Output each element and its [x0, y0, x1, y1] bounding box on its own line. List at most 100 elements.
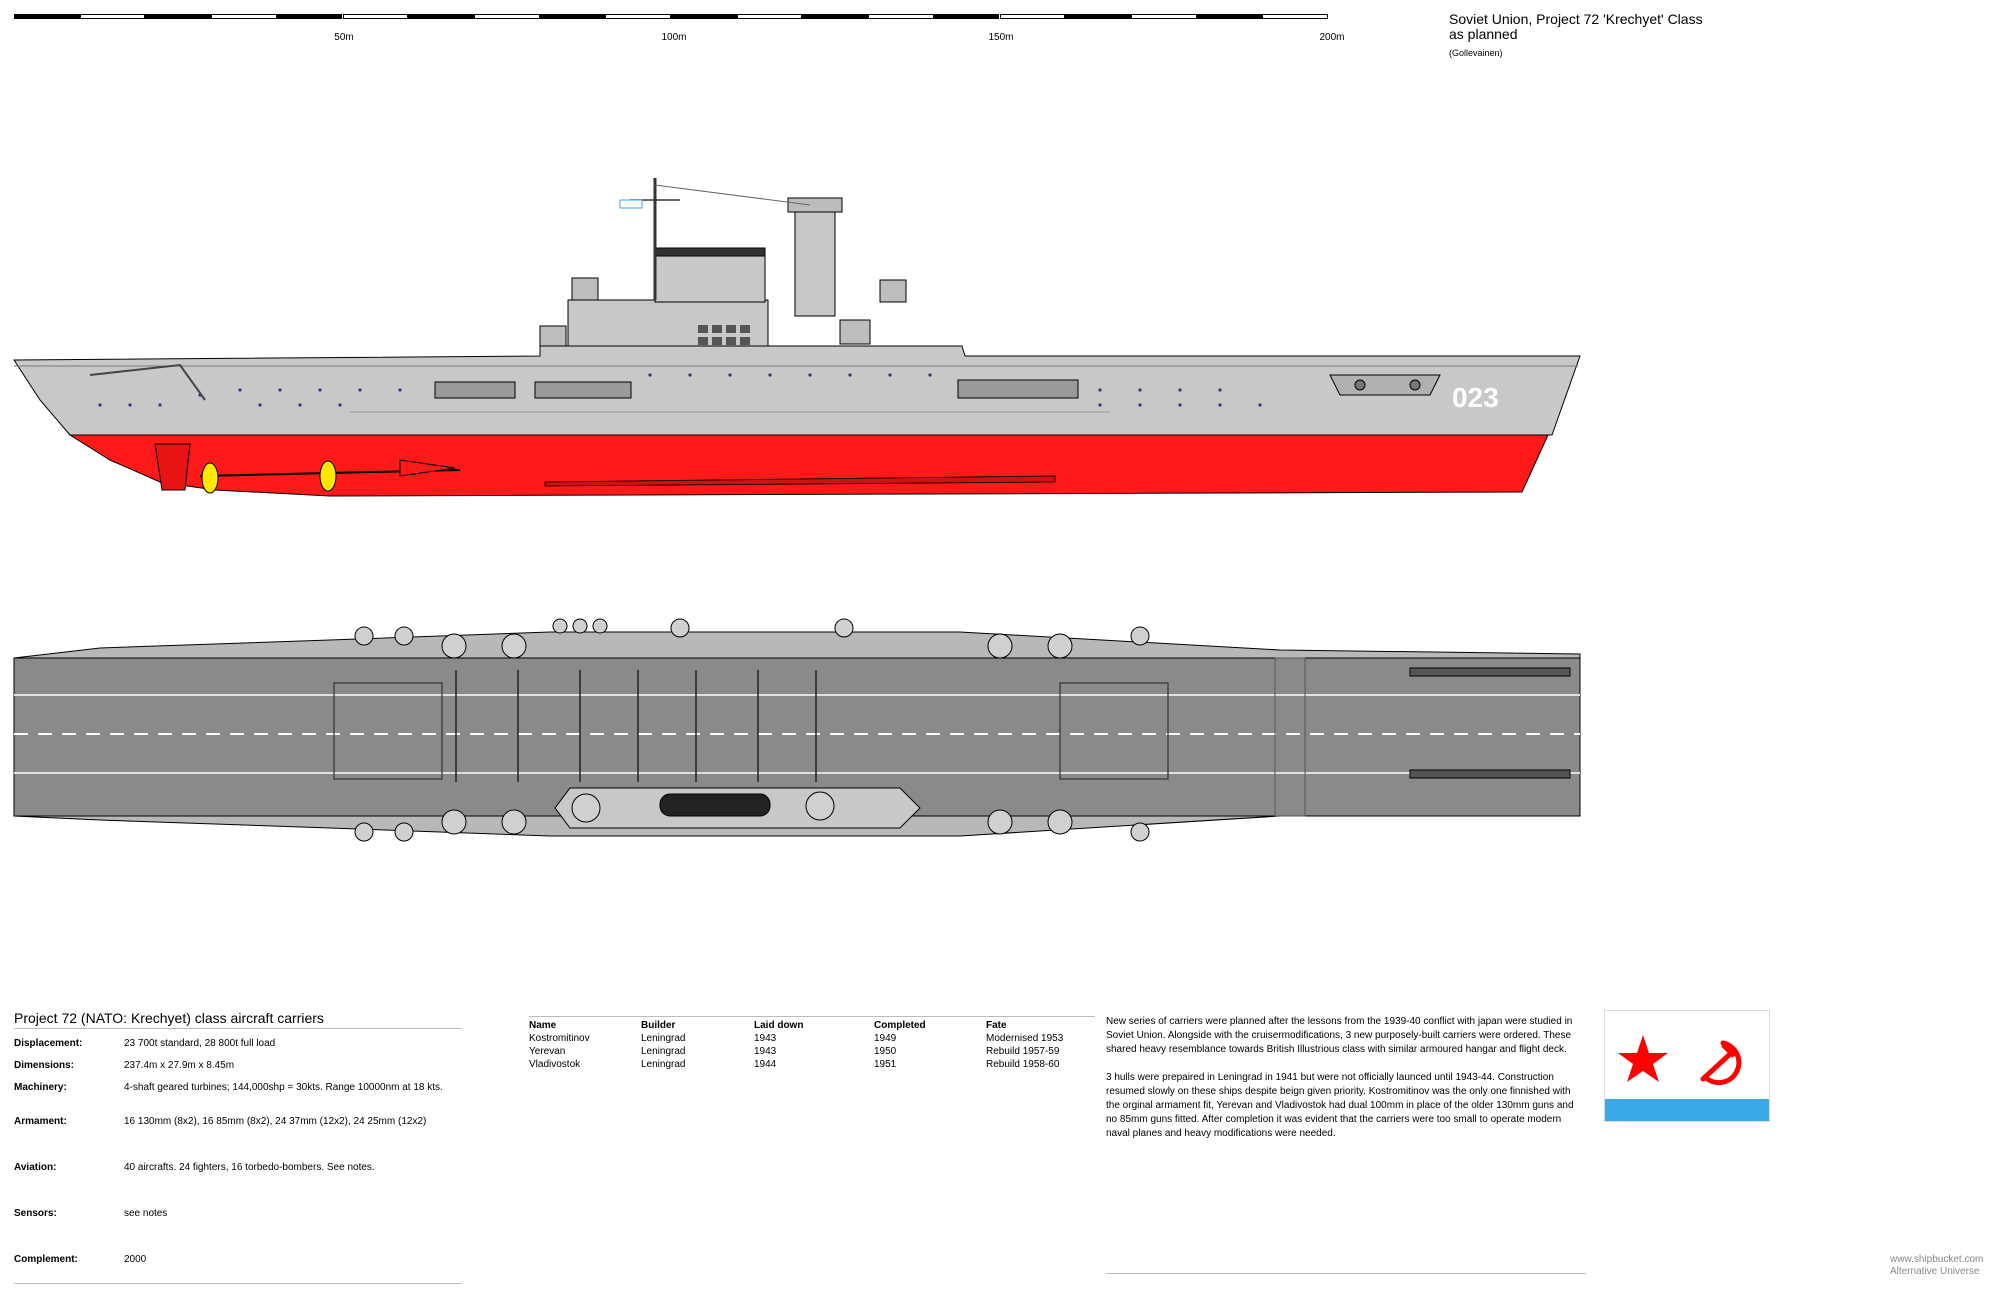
spec-value: 23 700t standard, 28 800t full load — [124, 1038, 276, 1049]
watermark-category: Alternative Universe — [1890, 1266, 1980, 1277]
funnel-cap — [654, 247, 766, 257]
elevator-fwd — [1059, 682, 1169, 780]
spec-row-sensors: Sensors: see notes — [14, 1207, 462, 1253]
ship-table-header: Name Builder Laid down Completed Fate — [529, 1019, 1095, 1032]
ship-top-view — [13, 618, 1581, 842]
scale-segment — [79, 14, 146, 19]
spec-row-aviation: Aviation: 40 aircrafts. 24 fighters, 16 … — [14, 1161, 462, 1207]
catapult-port — [1409, 667, 1571, 677]
history-notes: New series of carriers were planned afte… — [1106, 1015, 1586, 1274]
spec-row-armament: Armament: 16 130mm (8x2), 16 85mm (8x2),… — [14, 1115, 462, 1161]
specs-divider — [14, 1283, 462, 1284]
col-laid-down: Laid down — [754, 1020, 804, 1031]
boat-bay-2 — [534, 381, 632, 399]
ship-laid-down: 1943 — [754, 1033, 777, 1044]
hull-above-water — [13, 345, 1581, 436]
scale-segment — [1065, 14, 1131, 19]
bilge-keel — [544, 475, 1056, 487]
director-top-view — [805, 791, 835, 821]
rudder — [154, 443, 191, 491]
hull-underwater — [68, 434, 1549, 497]
arrester-wires — [455, 670, 817, 782]
spec-key: Dimensions: — [14, 1060, 75, 1071]
specs-title: Project 72 (NATO: Krechyet) class aircra… — [14, 1010, 462, 1029]
propeller-fwd — [319, 460, 337, 492]
ship-laid-down: 1944 — [754, 1059, 777, 1070]
spec-key: Machinery: — [14, 1082, 67, 1093]
bridge-tower — [794, 205, 836, 317]
scale-segment — [14, 14, 80, 19]
spec-value: see notes — [124, 1208, 168, 1219]
drawing-title-block: Soviet Union, Project 72 'Krechyet' Clas… — [1449, 12, 1703, 61]
ship-builder: Leningrad — [641, 1033, 686, 1044]
scale-label-50m: 50m — [334, 32, 354, 43]
drawing-title: Soviet Union, Project 72 'Krechyet' Clas… — [1449, 11, 1703, 27]
propeller-aft — [201, 462, 219, 494]
shaft-bracket — [399, 459, 456, 477]
drawing-subtitle: as planned — [1449, 26, 1518, 42]
scale-segment — [671, 14, 737, 19]
scale-segment — [1262, 14, 1328, 19]
scale-segment — [868, 14, 934, 19]
spec-key: Displacement: — [14, 1038, 83, 1049]
catapult-starboard — [1409, 769, 1571, 779]
drawing-author: (Gollevainen) — [1449, 48, 1503, 58]
watermark-site: www.shipbucket.com — [1890, 1254, 1984, 1265]
hull-number: 023 — [1452, 382, 1499, 413]
ship-builder: Leningrad — [641, 1046, 686, 1057]
scale-segment — [342, 14, 409, 19]
ship-name: Yerevan — [529, 1046, 566, 1057]
ship-table: Name Builder Laid down Completed Fate Ko… — [529, 1019, 1095, 1071]
funnel-top — [659, 793, 771, 817]
scale-label-150m: 150m — [988, 32, 1014, 43]
notes-paragraph-1: New series of carriers were planned afte… — [1106, 1016, 1573, 1055]
col-completed: Completed — [874, 1020, 926, 1031]
scale-segment — [408, 14, 474, 19]
table-row: Vladivostok Leningrad 1944 1951 Rebuild … — [529, 1058, 1095, 1071]
col-fate: Fate — [986, 1020, 1007, 1031]
notes-paragraph-2: 3 hulls were prepaired in Leningrad in 1… — [1106, 1072, 1574, 1139]
gun-turrets — [354, 618, 1150, 842]
spec-value: 16 130mm (8x2), 16 85mm (8x2), 24 37mm (… — [124, 1116, 427, 1127]
spec-value: 237.4m x 27.9m x 8.45m — [124, 1060, 235, 1071]
ship-completed: 1949 — [874, 1033, 897, 1044]
spec-row-machinery: Machinery: 4-shaft geared turbines; 144,… — [14, 1081, 462, 1115]
naval-ensign — [619, 199, 643, 209]
boat-bay-3 — [957, 379, 1079, 399]
boat-bay-1 — [434, 381, 516, 399]
scale-segment — [539, 14, 606, 19]
scale-segment — [1130, 14, 1197, 19]
scale-label-200m: 200m — [1319, 32, 1345, 43]
island-windows — [698, 325, 750, 345]
spec-row-displacement: Displacement: 23 700t standard, 28 800t … — [14, 1037, 462, 1059]
turret-silhouettes — [539, 277, 907, 347]
spec-key: Armament: — [14, 1116, 67, 1127]
scale-label-100m: 100m — [661, 32, 687, 43]
ship-completed: 1950 — [874, 1046, 897, 1057]
ship-name: Kostromitinov — [529, 1033, 590, 1044]
ensign-blue-stripe — [1605, 1099, 1769, 1121]
ship-fate: Rebuild 1957-59 — [986, 1046, 1060, 1057]
scale-segment — [276, 14, 343, 19]
spec-key: Complement: — [14, 1254, 78, 1265]
crash-barricade — [1274, 657, 1306, 817]
specifications-panel: Project 72 (NATO: Krechyet) class aircra… — [14, 1010, 462, 1284]
scale-segment — [145, 14, 212, 19]
soviet-naval-ensign — [1604, 1010, 1770, 1122]
scale-segment — [1196, 14, 1263, 19]
notes-divider — [1106, 1273, 1586, 1274]
ship-builder: Leningrad — [641, 1059, 686, 1070]
ship-laid-down: 1943 — [754, 1046, 777, 1057]
ship-list: Name Builder Laid down Completed Fate Ko… — [529, 1016, 1095, 1071]
ship-completed: 1951 — [874, 1059, 897, 1070]
scale-segment — [999, 14, 1066, 19]
table-row: Kostromitinov Leningrad 1943 1949 Modern… — [529, 1032, 1095, 1045]
ship-fate: Rebuild 1958-60 — [986, 1059, 1060, 1070]
scale-segment — [802, 14, 869, 19]
scale-segment — [473, 14, 540, 19]
col-name: Name — [529, 1020, 557, 1031]
scale-bar: 50m 100m 150m 200m — [14, 12, 1345, 52]
hammer-sickle-icon — [1700, 1040, 1742, 1086]
aft-crane — [89, 363, 206, 401]
scale-segment — [736, 14, 803, 19]
